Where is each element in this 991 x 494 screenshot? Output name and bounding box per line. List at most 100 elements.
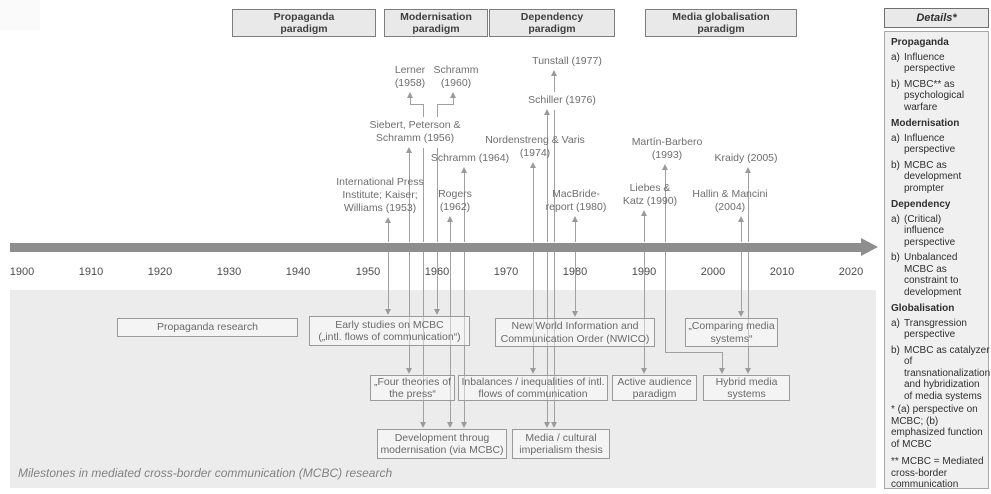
connector-line-1980-down xyxy=(575,252,576,311)
connector-elbow-1993-down xyxy=(722,352,723,368)
details-item: b) MCBC as development prompter xyxy=(891,160,984,195)
arrow-up-icon xyxy=(450,92,456,98)
paradigm-box-dependency: Dependency paradigm xyxy=(489,9,615,37)
box-comparing-media-systems: „Comparing media systems“ xyxy=(685,318,778,347)
connector-line-1960-down xyxy=(437,252,438,309)
connector-line-1980 xyxy=(575,222,576,242)
connector-line-1993 xyxy=(665,170,666,242)
connector-line-1976 xyxy=(547,115,548,242)
decade-label: 1920 xyxy=(147,266,173,278)
box-development-modernisation: Development throug modernisation (via MC… xyxy=(377,429,507,459)
box-media-cultural-imperialism: Media / cultural imperialism thesis xyxy=(512,429,610,459)
milestone-label-martin-barbero-1993: Martín-Barbero (1993) xyxy=(631,136,703,161)
item-marker: a) xyxy=(891,213,900,225)
item-text: (Critical) influence perspective xyxy=(904,213,956,248)
arrow-up-icon xyxy=(662,164,668,170)
connector-line-1962 xyxy=(450,222,451,242)
details-item: b) Unbalanced MCBC as constraint to deve… xyxy=(891,252,984,298)
milestone-label-schramm-1960: Schramm (1960) xyxy=(433,64,479,89)
connector-line-1956 xyxy=(409,153,410,242)
figure-caption: Milestones in mediated cross-border comm… xyxy=(18,466,393,480)
arrow-up-icon xyxy=(461,167,467,173)
box-inbalances-flows: Inbalances / inequalities of intl. flows… xyxy=(458,375,608,401)
details-header: Details* xyxy=(884,8,989,28)
milestone-label-nordenstreng-1974: Nordenstreng & Varis (1974) xyxy=(485,134,585,159)
milestone-label-kraidy-2005: Kraidy (2005) xyxy=(714,152,778,164)
connector-elbow-1960 xyxy=(453,98,454,105)
decade-label: 1940 xyxy=(285,266,311,278)
item-marker: a) xyxy=(891,317,900,329)
arrow-down-icon xyxy=(434,309,440,315)
decade-label: 2010 xyxy=(769,266,795,278)
decade-label: 1900 xyxy=(9,266,35,278)
milestone-label-tunstall-1977: Tunstall (1977) xyxy=(532,55,602,67)
milestone-label-macbride-1980: MacBride- report (1980) xyxy=(545,188,607,213)
arrow-up-icon xyxy=(447,216,453,222)
arrow-down-icon xyxy=(420,422,426,428)
arrow-up-icon xyxy=(551,70,557,76)
box-propaganda-research: Propaganda research xyxy=(117,318,298,337)
item-marker: a) xyxy=(891,132,900,144)
details-panel: Propaganda a) Influence perspective b) M… xyxy=(884,31,990,490)
connector-elbow-1960 xyxy=(437,104,454,105)
details-item: a) Influence perspective xyxy=(891,52,984,75)
arrow-down-icon xyxy=(385,309,391,315)
arrow-down-icon xyxy=(641,368,647,374)
item-text: Transgression perspective xyxy=(904,317,967,341)
connector-elbow-1958 xyxy=(423,104,424,117)
item-text: MCBC as catalyzer of transnationalizatio… xyxy=(904,344,991,402)
milestone-label-rogers-1962: Rogers (1962) xyxy=(438,188,472,213)
item-marker: b) xyxy=(891,78,900,90)
timeline-bar xyxy=(10,243,862,252)
connector-line-1964-down xyxy=(464,252,465,422)
arrow-down-icon xyxy=(738,311,744,317)
connector-line-1962-down xyxy=(450,252,451,422)
arrow-up-icon xyxy=(544,109,550,115)
milestone-label-hallin-mancini-2004: Hallin & Mancini (2004) xyxy=(692,188,768,213)
decade-label: 1970 xyxy=(493,266,519,278)
connector-line-1956-down xyxy=(409,252,410,368)
connector-line-2005 xyxy=(748,173,749,242)
item-marker: b) xyxy=(891,252,900,263)
arrow-down-icon xyxy=(406,368,412,374)
decade-label: 1930 xyxy=(216,266,242,278)
connector-line-2005-down xyxy=(748,252,749,368)
decade-label: 1990 xyxy=(624,266,664,278)
connector-line-1953 xyxy=(388,223,389,242)
paradigm-box-modernisation: Modernisation paradigm xyxy=(384,9,488,37)
arrow-down-icon xyxy=(530,368,536,374)
connector-elbow-1993-down xyxy=(665,352,723,353)
decade-label: 1960 xyxy=(417,266,457,278)
arrow-up-icon xyxy=(385,217,391,223)
details-section-title: Modernisation xyxy=(891,118,960,129)
connector-elbow-1958 xyxy=(410,104,424,105)
arrow-up-icon xyxy=(745,167,751,173)
arrow-up-icon xyxy=(572,216,578,222)
corner-box xyxy=(0,0,40,30)
footnote: * (a) perspective on MCBC; (b) emphasize… xyxy=(891,404,983,450)
arrow-down-icon xyxy=(544,422,550,428)
decade-label: 2000 xyxy=(700,266,726,278)
item-text: Influence perspective xyxy=(904,132,956,156)
connector-elbow-1958 xyxy=(410,98,411,105)
arrow-down-icon xyxy=(447,422,453,428)
arrow-down-icon xyxy=(745,368,751,374)
decade-label: 1910 xyxy=(78,266,104,278)
milestone-label-liebes-katz-1990: Liebes & Katz (1990) xyxy=(622,182,678,207)
arrow-down-icon xyxy=(551,422,557,428)
details-item: a) Transgression perspective xyxy=(891,318,984,341)
arrow-up-icon xyxy=(407,92,413,98)
details-item: b) MCBC** as psychological warfare xyxy=(891,79,984,114)
connector-line-1953-down xyxy=(388,252,389,309)
connector-line-1990 xyxy=(644,216,645,242)
box-four-theories-press: „Four theories of the press“ xyxy=(370,375,455,401)
details-item: b) MCBC as catalyzer of transnationaliza… xyxy=(891,345,990,403)
connector-line-1977-down xyxy=(554,252,555,422)
connector-line-1958 xyxy=(423,148,424,242)
details-item: a) (Critical) influence perspective xyxy=(891,214,984,249)
item-text: MCBC** as psychological warfare xyxy=(904,78,965,113)
connector-line-1977 xyxy=(554,110,555,242)
connector-line-1990-down xyxy=(644,252,645,368)
timeline-arrowhead-icon xyxy=(861,238,878,256)
